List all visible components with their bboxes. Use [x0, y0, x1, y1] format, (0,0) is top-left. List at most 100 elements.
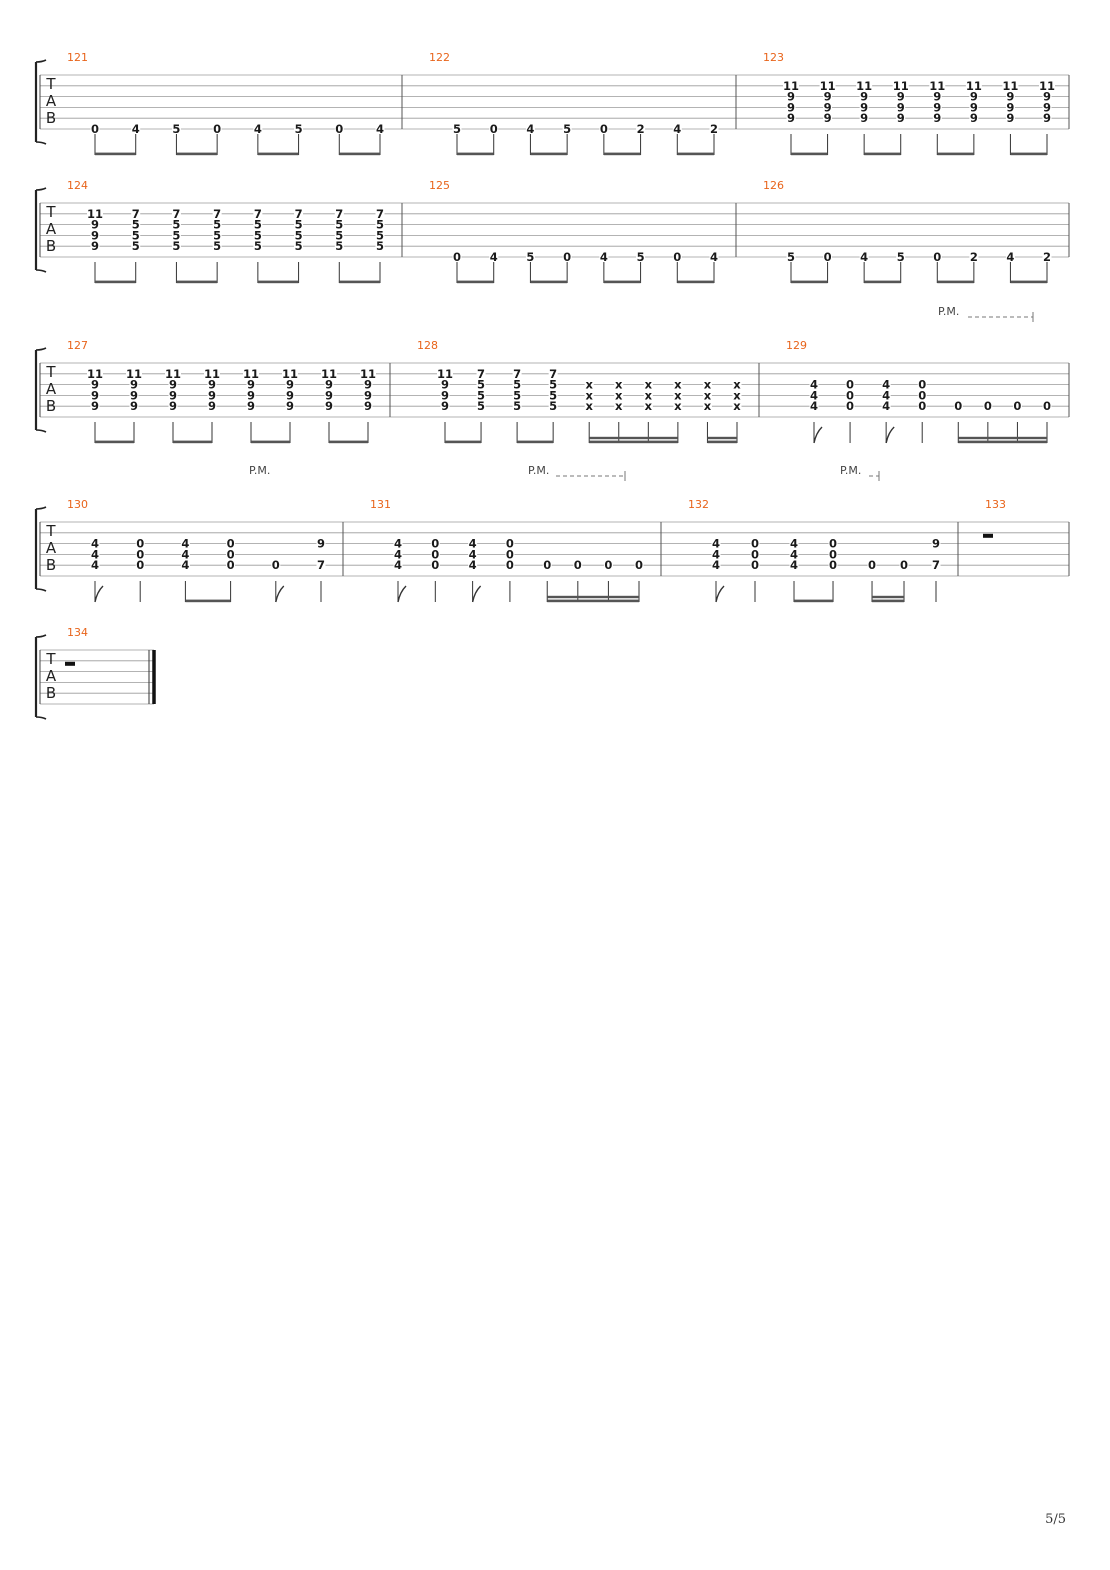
fret-number: x [733, 378, 741, 392]
fret-number: 11 [966, 79, 982, 93]
fret-number: 11 [820, 79, 836, 93]
fret-number: 0 [431, 558, 439, 572]
fret-bg [750, 549, 760, 560]
fret-number: 5 [477, 399, 485, 413]
measure-number: 134 [67, 626, 88, 639]
palm-mute-label: P.M. [528, 464, 549, 477]
fret-number: 9 [1043, 111, 1051, 125]
fret-bg [253, 230, 263, 241]
staff-system [34, 59, 1070, 156]
fret-bg [1042, 113, 1052, 124]
fret-bg [917, 390, 927, 401]
fret-number: 0 [563, 250, 571, 264]
fret-bg [452, 252, 462, 262]
fret-number: 11 [243, 367, 259, 381]
fret-bg [732, 390, 742, 401]
staff-system [34, 312, 1070, 444]
fret-number: 0 [829, 558, 837, 572]
note-beam [547, 599, 639, 603]
fret-bg [180, 549, 190, 560]
fret-bg [643, 379, 653, 390]
fret-bg [702, 401, 712, 412]
fret-number: 4 [469, 547, 477, 561]
fret-bg [702, 379, 712, 390]
fret-number: 9 [933, 111, 941, 125]
fret-bg [476, 368, 486, 379]
fret-bg [512, 379, 522, 390]
fret-bg [90, 390, 100, 401]
fret-bg [131, 208, 141, 219]
fret-number: 0 [984, 399, 992, 413]
bracket-bottom-hook [35, 716, 47, 720]
fret-bg [285, 379, 295, 390]
fret-bg [1042, 91, 1052, 102]
bracket-top-hook [35, 187, 47, 191]
fret-bg [440, 390, 450, 401]
measure-number: 122 [429, 51, 450, 64]
fret-number: 11 [893, 79, 909, 93]
fret-number: x [585, 378, 593, 392]
fret-bg [135, 538, 145, 549]
fret-number: 5 [172, 228, 180, 242]
fret-number: 9 [1043, 90, 1051, 104]
fret-bg [90, 560, 100, 571]
fret-number: 9 [1043, 100, 1051, 114]
fret-bg [375, 219, 385, 230]
fret-bg [965, 80, 982, 91]
fret-number: 7 [932, 558, 940, 572]
fret-number: x [733, 388, 741, 402]
fret-bg [294, 241, 304, 252]
fret-number: 0 [846, 378, 854, 392]
note-beam [677, 280, 714, 284]
fret-number: 4 [469, 537, 477, 551]
fret-number: x [645, 399, 653, 413]
note-beam [95, 152, 136, 156]
fret-number: 9 [325, 399, 333, 413]
fret-bg [917, 379, 927, 390]
note-beam [958, 440, 1047, 444]
fret-bg [896, 113, 906, 124]
fret-bg [932, 102, 942, 113]
fret-bg [917, 401, 927, 412]
note-beam [257, 152, 299, 156]
fret-number: 0 [574, 558, 582, 572]
fret-bg [786, 91, 796, 102]
fret-number: 7 [317, 558, 325, 572]
fret-bg [212, 124, 222, 134]
note-beam [1010, 280, 1047, 284]
tab-clef-letter: A [46, 220, 57, 238]
fret-number: 9 [897, 111, 905, 125]
fret-bg [294, 230, 304, 241]
fret-bg [1005, 91, 1015, 102]
fret-number: 9 [824, 100, 832, 114]
fret-bg [324, 390, 334, 401]
fret-bg [131, 241, 141, 252]
tab-clef-letter: T [45, 522, 56, 540]
fret-number: 2 [710, 122, 718, 136]
fret-bg [525, 252, 535, 262]
fret-bg [452, 124, 462, 134]
fret-bg [253, 124, 263, 134]
fret-bg [859, 252, 869, 262]
fret-bg [430, 538, 440, 549]
fret-number: 5 [213, 239, 221, 253]
fret-number: 5 [549, 399, 557, 413]
fret-number: 0 [136, 537, 144, 551]
fret-bg [430, 560, 440, 571]
note-beam [339, 152, 380, 156]
fret-number: 7 [254, 207, 262, 221]
note-beam [457, 280, 494, 284]
fret-bg [896, 102, 906, 113]
fret-bg [207, 401, 217, 412]
fret-bg [87, 368, 103, 379]
fret-number: 9 [933, 100, 941, 114]
fret-number: 7 [132, 207, 140, 221]
fret-number: 9 [91, 239, 99, 253]
note-beam [603, 280, 641, 284]
fret-bg [789, 549, 799, 560]
fret-number: 4 [181, 547, 189, 561]
fret-bg [828, 538, 838, 549]
fret-number: 0 [213, 122, 221, 136]
fret-bg [932, 91, 942, 102]
tab-clef-letter: A [46, 380, 57, 398]
